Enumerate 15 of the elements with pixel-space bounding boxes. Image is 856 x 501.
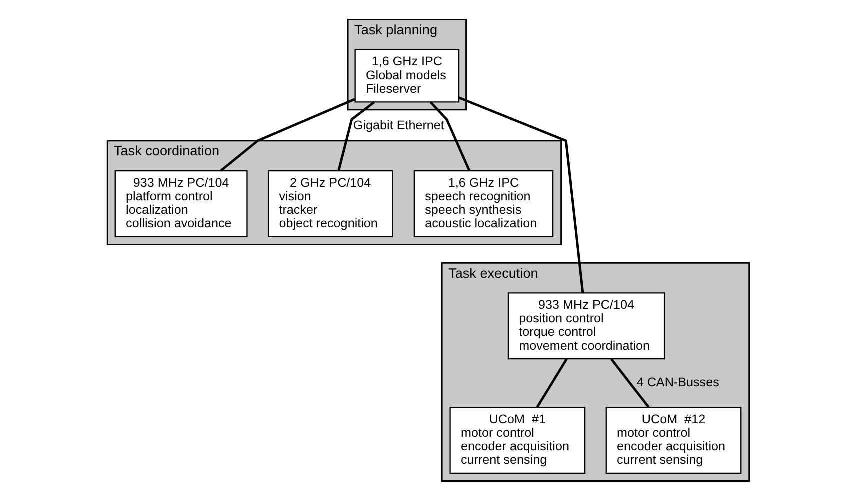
node-box: UCoM #1 motor control encoder acquisition current sensing: [449, 406, 586, 474]
connector: [458, 96, 584, 294]
node-box: 933 MHz PC/104 position control torque control movement coordination: [507, 292, 665, 360]
connector: [536, 358, 568, 408]
edge-label: 4 CAN-Busses: [636, 376, 719, 390]
connector: [337, 101, 375, 172]
connector: [429, 101, 470, 172]
node-box: 1,6 GHz IPC Global models Fileserver: [354, 49, 460, 103]
node-box: 1,6 GHz IPC speech recognition speech synthesis acoustic localization: [413, 170, 554, 238]
node-box: 933 MHz PC/104 platform control localization collision avoidance: [114, 170, 248, 238]
connector: [610, 358, 650, 408]
node-box: 2 GHz PC/104 vision tracker object recognition: [267, 170, 393, 238]
connector: [220, 98, 355, 172]
edge-label: Gigabit Ethernet: [352, 118, 444, 133]
node-box: UCoM #12 motor control encoder acquisition current sensing: [605, 406, 742, 474]
